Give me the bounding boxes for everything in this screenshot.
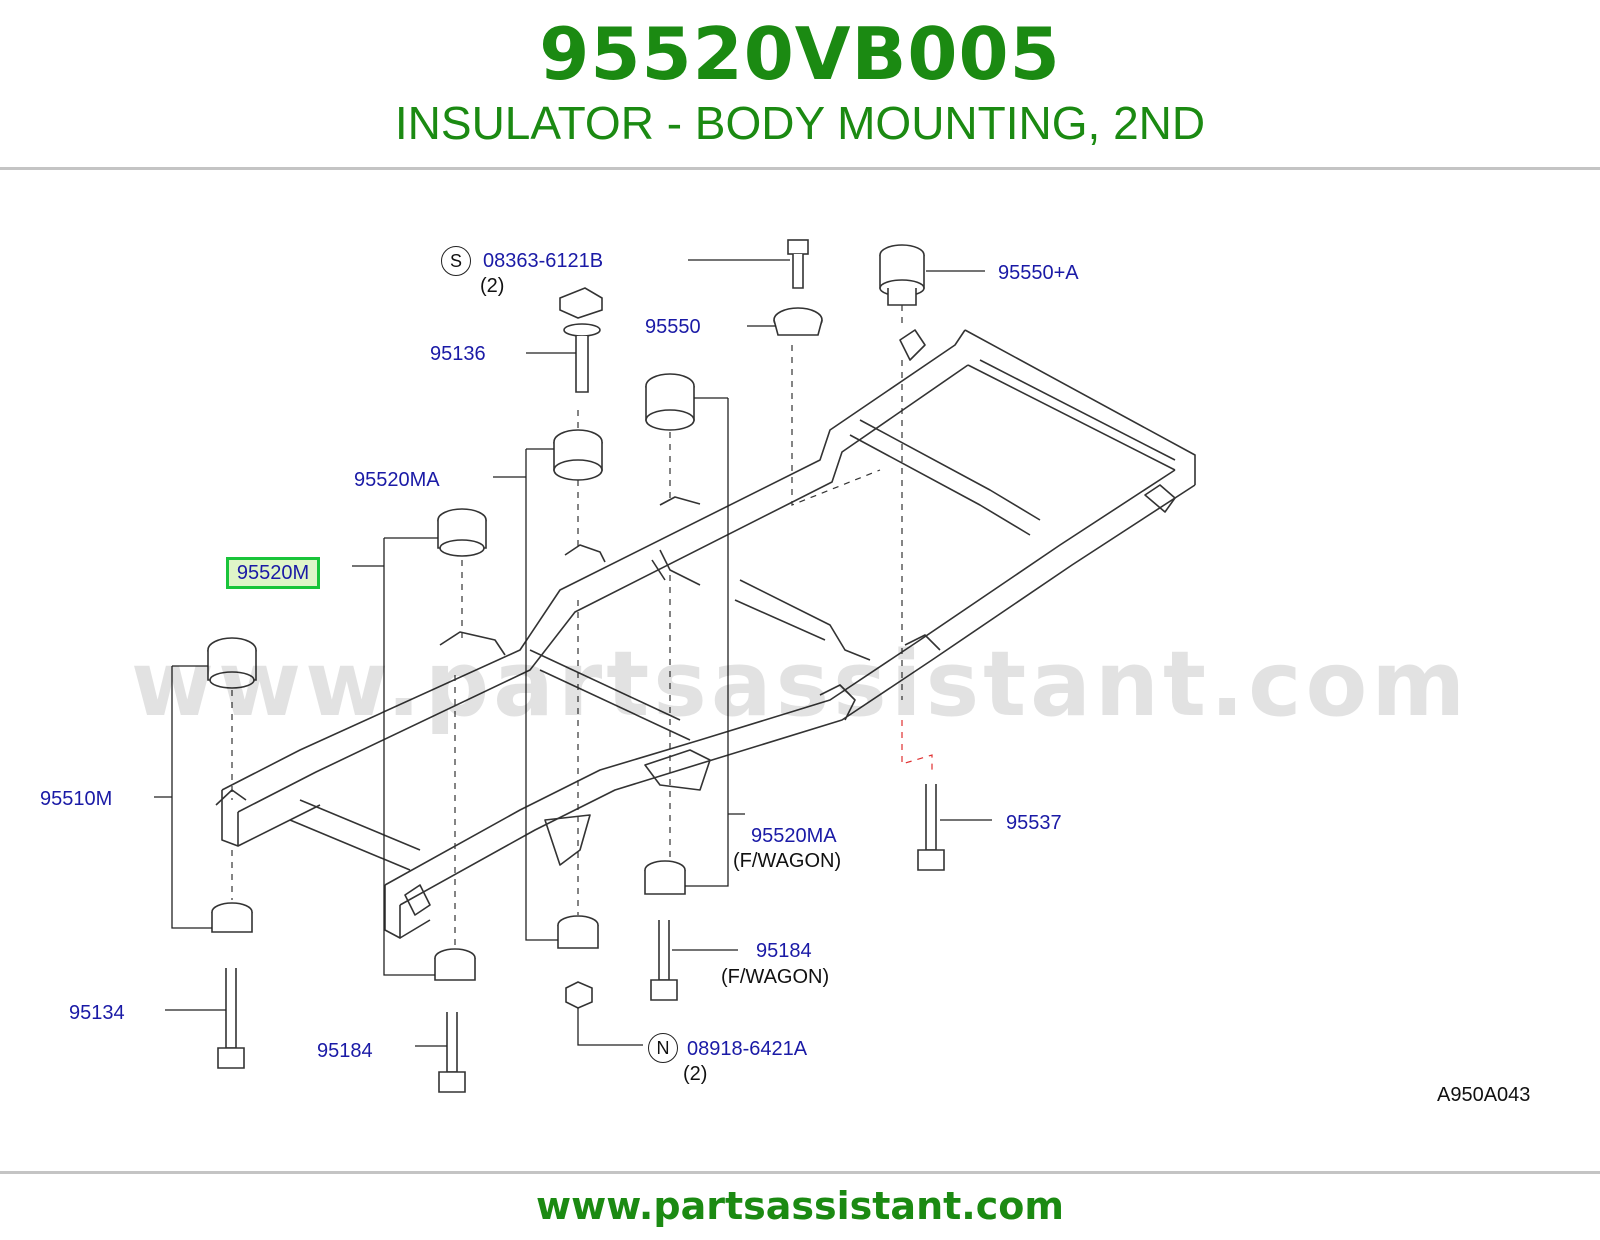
callout-95550[interactable]: 95550 xyxy=(645,316,701,338)
bolt-95184 xyxy=(438,1012,466,1093)
callout-08918-6421a[interactable]: 08918-6421A xyxy=(687,1038,808,1060)
insulator-95520m-bottom xyxy=(434,948,476,981)
note-95520ma-wagon: (F/WAGON) xyxy=(733,850,842,872)
insulator-95520ma-top-2 xyxy=(645,373,695,431)
bracket-4 xyxy=(659,496,701,506)
footer-divider xyxy=(0,1171,1600,1174)
bolt-95537 xyxy=(917,784,945,871)
insulator-95520ma-top-1 xyxy=(553,429,603,481)
insulator-95510m-bottom xyxy=(211,902,253,933)
bolt-95136 xyxy=(559,287,603,393)
bracket-6 xyxy=(899,329,926,361)
insulator-95550a xyxy=(879,244,925,306)
bracket-5 xyxy=(644,749,711,791)
right-frame-rail xyxy=(384,469,1176,886)
callout-95520m[interactable]: 95520M xyxy=(236,562,310,584)
callout-95184[interactable]: 95184 xyxy=(317,1040,373,1062)
insulator-95510m-top xyxy=(207,637,257,689)
crossmember-4 xyxy=(859,419,1041,521)
nut-08918 xyxy=(565,981,593,1009)
bracket-1 xyxy=(215,789,247,806)
highlighted-part-box[interactable]: 95520M xyxy=(226,557,320,589)
part-name-subtitle: INSULATOR - BODY MOUNTING, 2ND xyxy=(394,97,1206,149)
insulator-95520ma-bottom-1 xyxy=(557,915,599,949)
callout-95520ma-bottom[interactable]: 95520MA xyxy=(751,825,837,847)
note-95184-wagon: (F/WAGON) xyxy=(721,966,830,988)
symbol-n-badge: N xyxy=(648,1033,678,1063)
crossmember-3 xyxy=(739,579,871,661)
crossmember-1 xyxy=(289,819,411,871)
bolt-08363 xyxy=(787,239,809,289)
callout-08363-6121b[interactable]: 08363-6121B xyxy=(483,250,604,272)
callout-95520ma-top[interactable]: 95520MA xyxy=(354,469,440,491)
header-divider xyxy=(0,167,1600,170)
figure-code: A950A043 xyxy=(1437,1084,1531,1106)
insulator-95550 xyxy=(773,307,823,336)
callout-95184-wagon[interactable]: 95184 xyxy=(756,940,812,962)
callout-95136[interactable]: 95136 xyxy=(430,343,486,365)
insulator-95520ma-bottom-2 xyxy=(644,860,686,895)
bracket-7 xyxy=(904,634,941,651)
bolt-95184-wagon xyxy=(650,920,678,1001)
callout-95537[interactable]: 95537 xyxy=(1006,812,1062,834)
part-number-title: 95520VB005 xyxy=(539,12,1061,96)
insulator-95520m-top xyxy=(437,508,487,557)
crossmember-2 xyxy=(529,649,681,721)
qty-08918-6421a: (2) xyxy=(683,1063,708,1085)
bracket-9 xyxy=(1144,484,1176,513)
callout-95134[interactable]: 95134 xyxy=(69,1002,125,1024)
footer-site-link[interactable]: www.partsassistant.com xyxy=(536,1184,1064,1228)
qty-08363-6121b: (2) xyxy=(480,275,505,297)
callout-95510m[interactable]: 95510M xyxy=(40,788,113,810)
callout-95550a[interactable]: 95550+A xyxy=(998,262,1079,284)
bracket-2 xyxy=(439,631,506,656)
bracket-8 xyxy=(819,684,856,721)
rear-crossmember xyxy=(964,329,1196,485)
bracket-3 xyxy=(564,544,606,563)
bolt-95134 xyxy=(217,968,245,1069)
left-frame-rail xyxy=(221,329,966,791)
symbol-s-badge: S xyxy=(441,246,471,276)
